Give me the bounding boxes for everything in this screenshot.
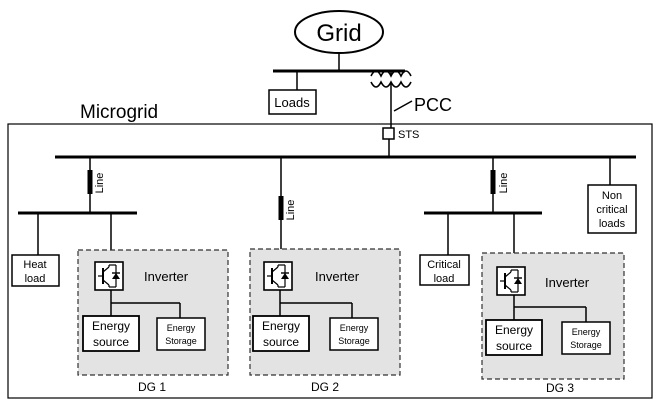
noncritical-loads-box — [587, 184, 637, 234]
dg2-unit: Inverter Energy source Energy Storage DG… — [249, 248, 401, 394]
loads-label: Loads — [274, 95, 310, 110]
dg3-unit: Inverter Energy source Energy Storage DG… — [481, 252, 625, 395]
sts-label: STS — [398, 129, 419, 141]
dg1-energy-source-box — [82, 315, 140, 352]
dg1-energy-source-text-1: Energy — [92, 319, 130, 333]
heat-load-text-2: load — [25, 273, 46, 285]
dg1-energy-storage-box — [156, 317, 206, 351]
transformer-icon — [370, 70, 412, 88]
sts-switch — [382, 127, 395, 140]
dg3-energy-storage-text-2: Storage — [570, 340, 602, 350]
dg1-label: DG 1 — [138, 380, 166, 394]
microgrid-title: Microgrid — [80, 102, 158, 123]
dg1-energy-source-text-2: source — [93, 335, 129, 349]
grid-label: Grid — [316, 20, 361, 47]
dg2-energy-storage-text-1: Energy — [340, 323, 369, 333]
dg2-energy-source-box — [252, 315, 310, 352]
loads-box — [268, 89, 317, 115]
microgrid-boundary — [7, 123, 653, 399]
heat-load-box — [11, 254, 60, 287]
dg1-inverter-icon — [94, 261, 124, 291]
dg3-energy-storage-text-1: Energy — [572, 327, 601, 337]
dg3-energy-source-text-2: source — [496, 339, 532, 353]
pcc-label: PCC — [414, 95, 452, 115]
dg1-energy-storage-text-2: Storage — [165, 336, 197, 346]
branch1-line-segment — [87, 170, 93, 194]
dg1-inverter-label: Inverter — [144, 269, 189, 284]
branch3-line-segment — [490, 170, 496, 194]
dg2-label: DG 2 — [311, 380, 339, 394]
dg1-unit: Inverter Energy source Energy Storage DG… — [77, 249, 229, 394]
branch2-line-segment — [278, 196, 284, 220]
dg2-inverter-label: Inverter — [315, 269, 360, 284]
dg3-inverter-label: Inverter — [545, 275, 590, 290]
dg3-label: DG 3 — [546, 381, 574, 395]
noncritical-text-3: loads — [599, 218, 626, 230]
dg3-energy-source-text-1: Energy — [495, 323, 533, 337]
branch3-line-label: Line — [498, 173, 510, 194]
noncritical-text-1: Non — [602, 190, 622, 202]
dg2-inverter-icon — [263, 261, 293, 291]
dg2-energy-source-text-2: source — [263, 335, 299, 349]
dg2-energy-storage-box — [329, 317, 379, 351]
branch1-line-label: Line — [94, 173, 106, 194]
dg2-energy-source-text-1: Energy — [262, 319, 300, 333]
critical-load-text-1: Critical — [427, 259, 461, 271]
dg3-inverter-icon — [496, 266, 526, 296]
branch2-line-label: Line — [285, 200, 297, 221]
heat-load-text-1: Heat — [23, 259, 46, 271]
noncritical-text-2: critical — [596, 204, 627, 216]
critical-load-box — [419, 254, 470, 286]
pcc-pointer — [393, 100, 413, 112]
dg1-energy-storage-text-1: Energy — [167, 323, 196, 333]
dg3-energy-source-box — [485, 319, 543, 356]
dg3-energy-storage-box — [561, 321, 611, 355]
dg2-energy-storage-text-2: Storage — [338, 336, 370, 346]
critical-load-text-2: load — [434, 273, 455, 285]
